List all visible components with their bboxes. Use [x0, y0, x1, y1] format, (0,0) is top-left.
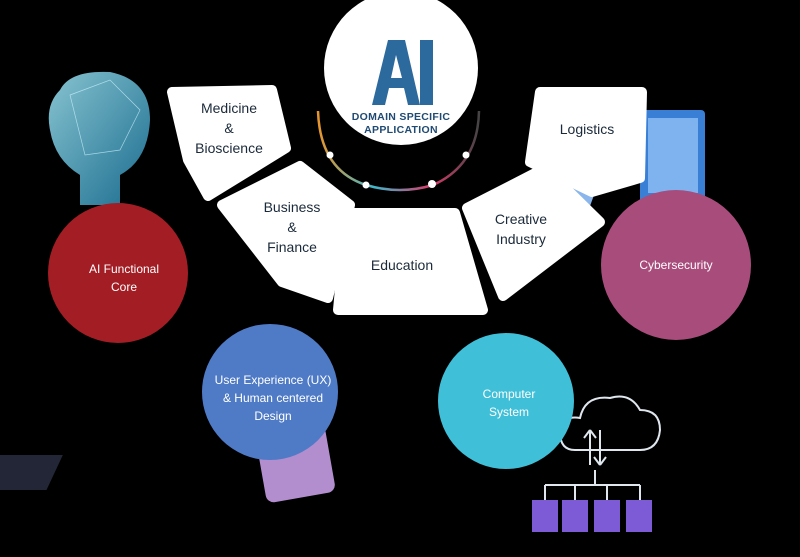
ai-logo — [372, 40, 433, 105]
education-line1: Education — [370, 257, 434, 273]
label-creative: Creative Industry — [495, 209, 547, 249]
label-ai-core: AI Functional Core — [89, 260, 159, 296]
cybersecurity-line1: Cybersecurity — [639, 258, 713, 272]
creative-line1: Creative — [494, 211, 548, 227]
label-computer-system: Computer System — [483, 385, 536, 421]
tile-logistics — [525, 87, 647, 197]
arc-dots — [326, 151, 470, 189]
label-business: Business & Finance — [264, 197, 321, 257]
medicine-line2: & — [224, 120, 234, 136]
logistics-line1: Logistics — [559, 121, 615, 137]
medicine-line1: Medicine — [200, 100, 258, 116]
server-stack-icons — [532, 500, 652, 532]
label-education: Education — [371, 255, 433, 275]
ux-line3: Design — [254, 409, 292, 423]
ux-line1: User Experience (UX) — [214, 373, 332, 387]
ux-line2: & Human centered — [222, 391, 324, 405]
creative-line2: Industry — [496, 231, 546, 247]
label-cybersecurity: Cybersecurity — [639, 256, 712, 274]
circle-computer-system — [438, 333, 574, 469]
ai-core-line2: Core — [110, 280, 138, 294]
center-title-line2: APPLICATION — [364, 124, 438, 136]
business-line1: Business — [263, 199, 321, 215]
circle-ux — [202, 324, 338, 460]
ai-core-line1: AI Functional — [88, 262, 160, 276]
circle-cybersecurity — [601, 190, 751, 340]
label-logistics: Logistics — [560, 119, 614, 139]
label-ux: User Experience (UX) & Human centered De… — [215, 371, 332, 425]
computer-line1: Computer — [482, 387, 536, 401]
medicine-line3: Bioscience — [195, 140, 263, 156]
tile-medicine — [167, 85, 291, 201]
center-title-line1: DOMAIN SPECIFIC — [351, 111, 451, 123]
business-line2: & — [287, 219, 297, 235]
business-line3: Finance — [267, 239, 317, 255]
center-title: DOMAIN SPECIFIC APPLICATION — [352, 111, 450, 137]
tile-creative — [462, 163, 605, 301]
tile-education — [333, 208, 488, 315]
label-medicine: Medicine & Bioscience — [195, 98, 263, 158]
computer-line2: System — [488, 405, 529, 419]
circle-ai-core — [48, 203, 188, 343]
polygon-head-icon — [48, 71, 150, 206]
domain-tiles — [167, 85, 647, 315]
